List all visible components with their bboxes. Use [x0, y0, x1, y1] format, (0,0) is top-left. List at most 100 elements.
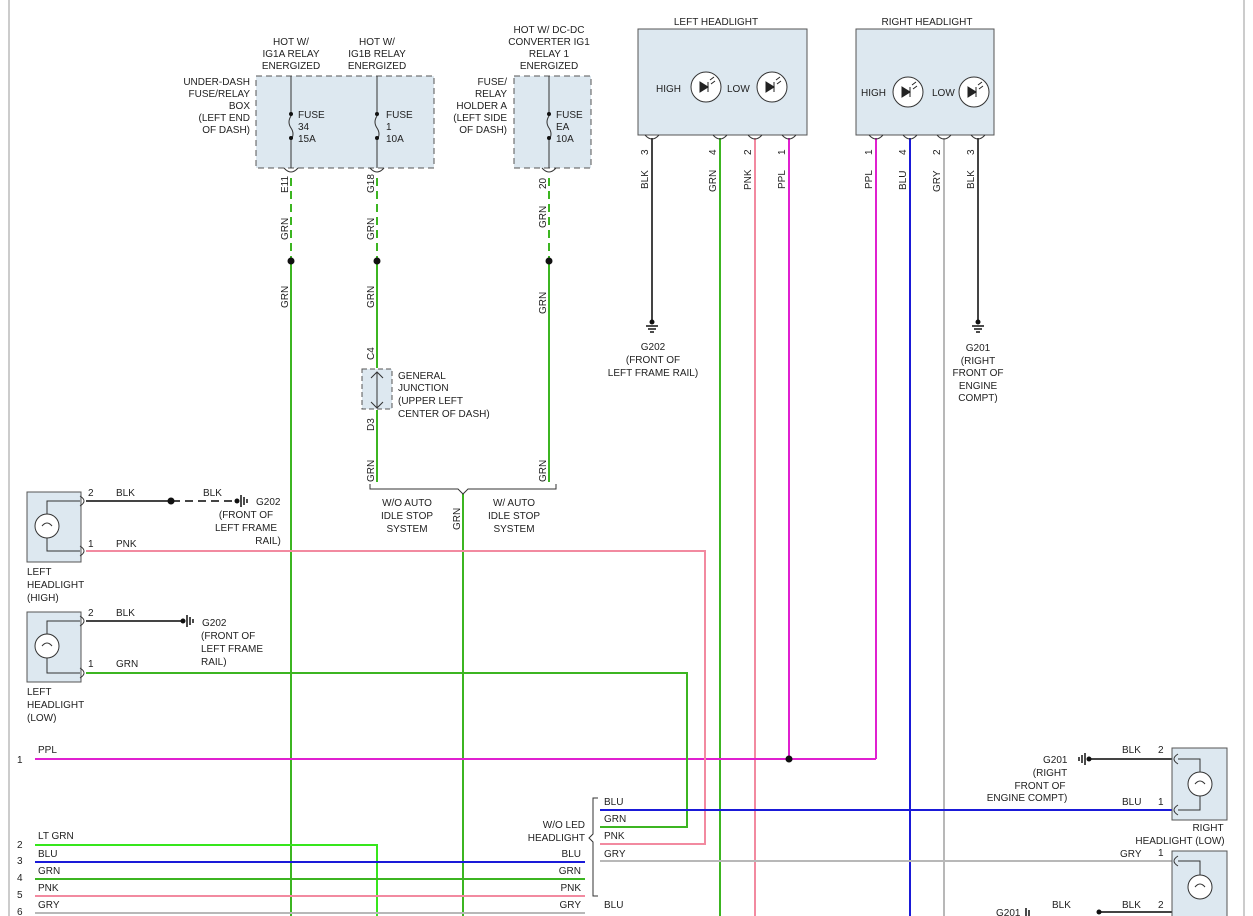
pin-connectors: [868, 134, 986, 140]
ground-label: G202: [641, 342, 666, 353]
wire-color-label: GRN: [559, 866, 581, 877]
fuse-box-label-line: (LEFT END: [199, 113, 251, 124]
fuse-rating: 15A: [298, 134, 316, 145]
pin-connectors: [644, 134, 797, 140]
filament-icon: [1194, 883, 1206, 888]
ground-label: G201: [1043, 755, 1068, 766]
wire-color-label: BLU: [562, 849, 581, 860]
wire-color-label: GRN: [116, 659, 138, 670]
pin-label: E11: [280, 176, 291, 193]
hot-label: IG1B RELAY: [348, 49, 406, 60]
wire-color-label: GRN: [538, 292, 549, 314]
ground-label: FRONT OF: [1015, 781, 1066, 792]
component-label: HEADLIGHT: [27, 700, 84, 711]
component-label: (HIGH): [27, 593, 59, 604]
ground-icon: [240, 495, 248, 507]
high-beam-label: HIGH: [656, 84, 681, 95]
fuse-number: 34: [298, 122, 310, 133]
junction-label: JUNCTION: [398, 383, 449, 394]
fuse-box-label-line: (LEFT SIDE: [453, 113, 507, 124]
connector-icon: [936, 134, 952, 140]
fuse-box-label-line: FUSE/RELAY: [189, 89, 251, 100]
wire-color-label: GRN: [452, 508, 463, 530]
bulb-icon: [34, 633, 60, 659]
component-label: HEADLIGHT: [27, 580, 84, 591]
ground-label: (FRONT OF: [219, 510, 273, 521]
bulb-icon: [1187, 874, 1213, 900]
wire-color-label: GRN: [280, 218, 291, 240]
wire-color-label: BLU: [604, 797, 623, 808]
diode-symbol: [967, 81, 984, 98]
wire-color-label: GRY: [38, 900, 60, 911]
fuse-box-label-line: OF DASH): [459, 125, 507, 136]
pin-number: 2: [932, 149, 943, 155]
wire-color-label: BLK: [116, 488, 135, 499]
component-label: LEFT: [27, 687, 51, 698]
component-title: LEFT HEADLIGHT: [674, 17, 758, 28]
ground-terminal: [975, 319, 981, 325]
diode-symbol: [765, 76, 782, 93]
pin-number: 1: [1158, 797, 1164, 808]
grn-wire-labels: GRN GRN GRN GRN GRN GRN GRN GRN GRN: [280, 206, 549, 530]
ground-label: RAIL): [201, 657, 227, 668]
fuse-terminal: [375, 112, 379, 116]
option-label: IDLE STOP: [381, 511, 433, 522]
pin-number: 1: [864, 149, 875, 155]
connector-icon: [1173, 753, 1179, 816]
ground-label: LEFT FRAME RAIL): [608, 368, 698, 379]
fuse-label: FUSE: [386, 110, 413, 121]
connector-icon: [370, 401, 384, 409]
connector-icon: [79, 615, 85, 679]
bulb-lead: [46, 500, 80, 514]
pin-label: 20: [538, 177, 549, 189]
pin-label: C4: [366, 347, 377, 360]
component-label: HEADLIGHT (LOW): [1135, 836, 1224, 847]
ground-label: FRONT OF: [953, 368, 1004, 379]
ground-label: G202: [256, 497, 281, 508]
wire-color-label: BLU: [38, 849, 57, 860]
fuse-icon: [288, 115, 294, 141]
left-headlight-high: 2 BLK BLK 1 PNK LEFT HEADLIGHT (HIGH) G2…: [26, 488, 281, 604]
connector-icon: [970, 134, 986, 140]
fuse-rating: 10A: [556, 134, 574, 145]
diode-symbol: [699, 76, 716, 93]
ground-label: (RIGHT: [961, 356, 995, 367]
wire-color-label: GRY: [604, 849, 626, 860]
component-label: LEFT: [27, 567, 51, 578]
ground-label: ENGINE COMPT): [987, 793, 1068, 804]
wire-color-label: GRN: [366, 460, 377, 482]
wire-color-label: GRN: [538, 206, 549, 228]
splice-dot: [287, 257, 295, 265]
fuse-label: FUSE: [298, 110, 325, 121]
fuse-box-label-line: UNDER-DASH: [183, 77, 250, 88]
wire-color-label: GRN: [538, 460, 549, 482]
pin-number: 2: [1158, 900, 1164, 911]
fuse-terminal: [289, 112, 293, 116]
pin-number: 5: [17, 890, 23, 901]
ground-label: LEFT FRAME: [201, 644, 263, 655]
wire-grn-left-low: [86, 672, 688, 828]
high-beam-label: HIGH: [861, 88, 886, 99]
connector-icon: [369, 167, 385, 173]
pin-label: G18: [366, 174, 377, 193]
option-brace: [588, 797, 598, 897]
wire-color-label: BLK: [1052, 900, 1071, 911]
splices: [167, 257, 793, 763]
option-label: IDLE STOP: [488, 511, 540, 522]
pin-number: 2: [88, 608, 94, 619]
junction-label: CENTER OF DASH): [398, 409, 490, 420]
pin-number: 3: [640, 149, 651, 155]
wires: [35, 138, 1172, 916]
pin-number: 3: [966, 149, 977, 155]
hot-label: HOT W/ DC-DC: [514, 25, 585, 36]
wire-color-label: PNK: [560, 883, 581, 894]
wire-color-label: GRN: [366, 218, 377, 240]
component-label: (LOW): [27, 713, 56, 724]
connector-icon: [1173, 855, 1179, 867]
low-beam-label: LOW: [727, 84, 750, 95]
ground-icon: [646, 325, 658, 333]
pin-number: 4: [708, 149, 719, 155]
bulb-lead: [46, 620, 80, 634]
ground-icon: [1025, 908, 1030, 916]
pin-number: 1: [88, 539, 94, 550]
